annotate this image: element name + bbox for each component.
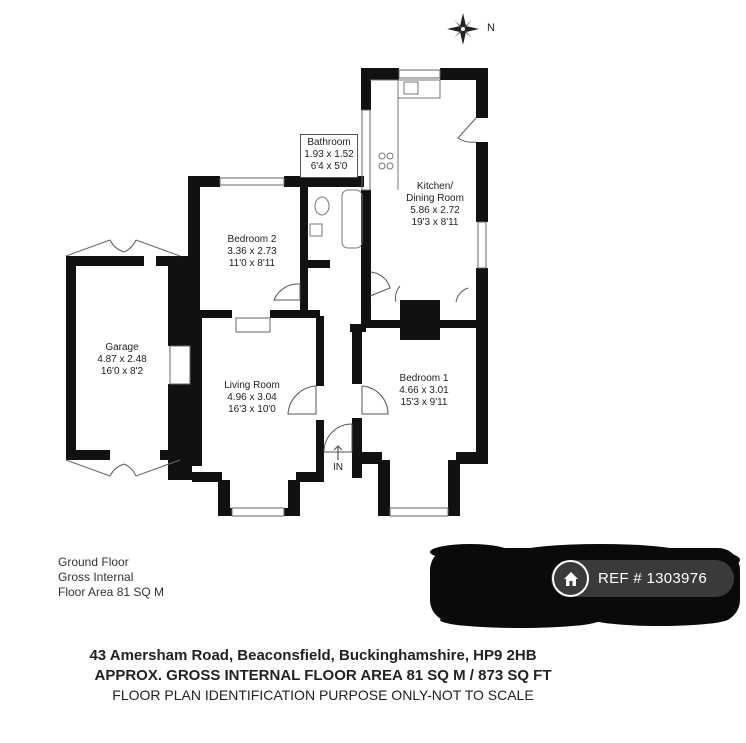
room-size-imperial: 16'0 x 8'2 xyxy=(100,366,144,377)
entrance-arrow-icon xyxy=(333,445,343,460)
room-label-bedroom-1: Bedroom 1 4.66 x 3.01 15'3 x 9'11 xyxy=(382,373,466,409)
room-label-garage: Garage 4.87 x 2.48 16'0 x 8'2 xyxy=(80,342,164,378)
gross-area: APPROX. GROSS INTERNAL FLOOR AREA 81 SQ … xyxy=(94,667,552,684)
room-name: Kitchen/ xyxy=(416,181,454,192)
room-label-kitchen: Kitchen/ Dining Room 5.86 x 2.72 19'3 x … xyxy=(390,181,480,229)
floor-note-line: Gross Internal xyxy=(58,570,134,584)
floor-note-line: Floor Area 81 SQ M xyxy=(58,585,165,599)
room-name: Bathroom xyxy=(307,137,351,148)
windows xyxy=(65,69,487,517)
room-name: Bedroom 2 xyxy=(227,234,277,245)
compass-rose-icon xyxy=(447,13,479,45)
compass-north-label: N xyxy=(487,22,495,34)
room-label-bedroom-2: Bedroom 2 3.36 x 2.73 11'0 x 8'11 xyxy=(210,234,294,270)
room-name: Garage xyxy=(105,342,139,353)
room-size-imperial: 11'0 x 8'11 xyxy=(228,258,276,269)
floor-note-line: Ground Floor xyxy=(58,555,129,569)
room-name: Bedroom 1 xyxy=(399,373,449,384)
reference-number: REF # 1303976 xyxy=(598,570,707,587)
footer: 43 Amersham Road, Beaconsfield, Buckingh… xyxy=(0,646,746,705)
room-size-metric: 4.96 x 3.04 xyxy=(227,392,277,403)
disclaimer: FLOOR PLAN IDENTIFICATION PURPOSE ONLY-N… xyxy=(112,687,534,703)
room-size-metric: 4.66 x 3.01 xyxy=(399,385,449,396)
room-name: Dining Room xyxy=(406,193,464,204)
floor-area-note: Ground Floor Gross Internal Floor Area 8… xyxy=(58,555,164,600)
walls xyxy=(66,68,488,516)
room-name: Living Room xyxy=(224,380,280,391)
room-size-imperial: 6'4 x 5'0 xyxy=(310,161,348,172)
reference-badge[interactable]: REF # 1303976 xyxy=(551,560,734,597)
bathroom-label-box xyxy=(300,134,358,178)
room-label-living-room: Living Room 4.96 x 3.04 16'3 x 10'0 xyxy=(210,380,294,416)
room-size-metric: 4.87 x 2.48 xyxy=(97,354,147,365)
room-size-imperial: 16'3 x 10'0 xyxy=(228,404,276,415)
room-size-metric: 1.93 x 1.52 xyxy=(304,149,354,160)
door-swings xyxy=(109,117,477,477)
entrance-label: IN xyxy=(333,462,343,473)
home-icon xyxy=(552,560,589,597)
property-address: 43 Amersham Road, Beaconsfield, Buckingh… xyxy=(89,647,537,664)
fixtures xyxy=(309,79,441,249)
room-size-imperial: 19'3 x 8'11 xyxy=(411,217,459,228)
room-label-bathroom: Bathroom 1.93 x 1.52 6'4 x 5'0 xyxy=(300,137,358,173)
room-size-imperial: 15'3 x 9'11 xyxy=(400,397,448,408)
room-size-metric: 3.36 x 2.73 xyxy=(227,246,277,257)
room-size-metric: 5.86 x 2.72 xyxy=(410,205,460,216)
